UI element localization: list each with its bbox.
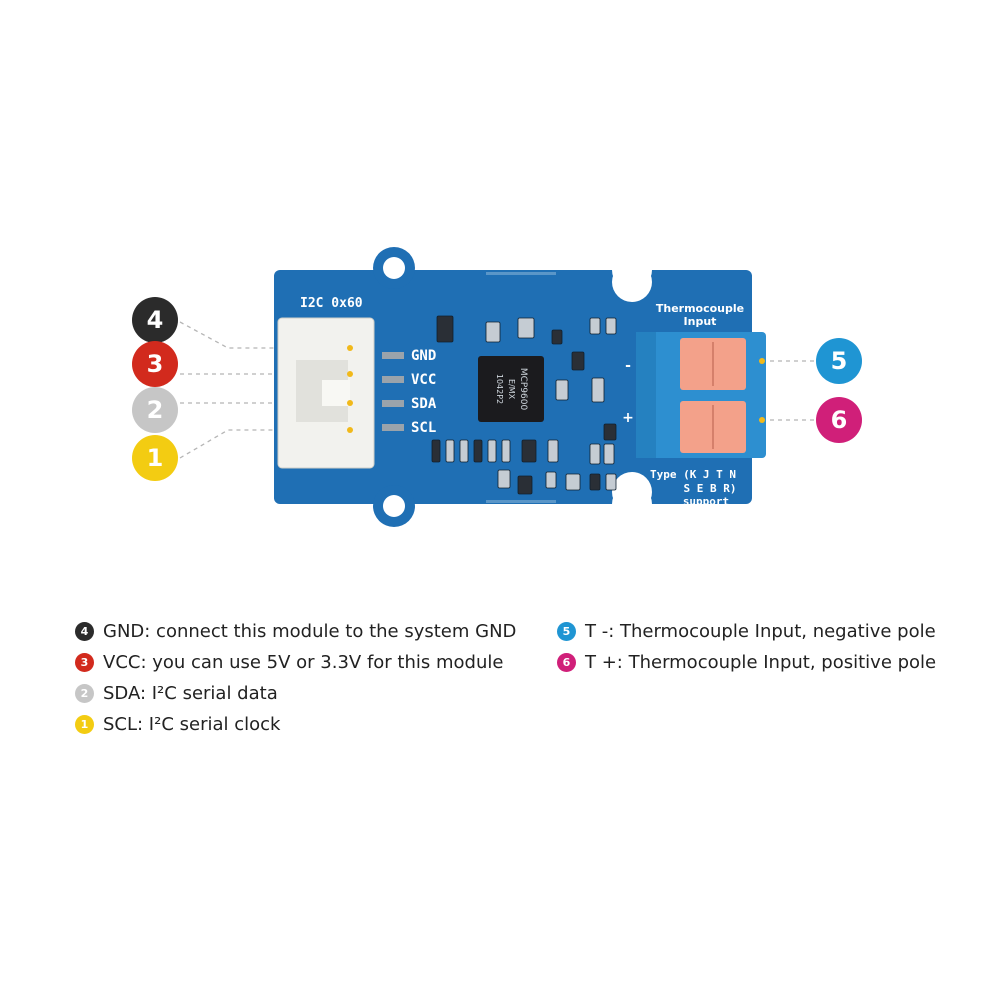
- legend-dot-gnd: 4: [75, 622, 94, 641]
- legend-dot-vcc: 3: [75, 653, 94, 672]
- smd-component: [485, 321, 501, 343]
- smd-component: [603, 423, 617, 441]
- cutout-right-bottom: [612, 484, 652, 504]
- smd-component: [459, 439, 469, 463]
- smd-component: [497, 469, 511, 489]
- legend-text-sda: SDA: I²C serial data: [103, 683, 278, 704]
- legend-text-gnd: GND: connect this module to the system G…: [103, 621, 517, 642]
- pin-label-sda: SDA: [411, 396, 437, 412]
- legend-text-tplus: T +: Thermocouple Input, positive pole: [585, 652, 937, 673]
- pin-dot-scl: [347, 427, 353, 433]
- terminal-dot-2: [759, 417, 765, 423]
- pin-label-vcc: VCC: [411, 372, 436, 388]
- type-label-line1: Type (K J T N: [650, 468, 736, 481]
- legend-item-scl: 1 SCL: I²C serial clock: [75, 709, 516, 740]
- legend-item-tminus: 5 T -: Thermocouple Input, negative pole: [557, 616, 936, 647]
- smd-component: [555, 379, 569, 401]
- legend-item-tplus: 6 T +: Thermocouple Input, positive pole: [557, 647, 936, 678]
- smd-component: [545, 471, 557, 489]
- smd-component: [517, 317, 535, 339]
- smd-component: [589, 443, 601, 465]
- callout-gnd: 4: [132, 297, 178, 343]
- leader-gnd: [179, 321, 350, 349]
- legend-item-sda: 2 SDA: I²C serial data: [75, 678, 516, 709]
- pin-lead-3: [382, 400, 404, 407]
- grove-connector: [277, 317, 404, 469]
- legend-dot-sda: 2: [75, 684, 94, 703]
- pin-lead-4: [382, 424, 404, 431]
- legend-dot-tplus: 6: [557, 653, 576, 672]
- pin-dot-vcc: [347, 371, 353, 377]
- pin-label-gnd: GND: [411, 348, 436, 364]
- pin-dot-gnd: [347, 345, 353, 351]
- cutout-right-top: [612, 270, 652, 290]
- smd-component: [473, 439, 483, 463]
- polarity-minus: -: [625, 358, 631, 374]
- thermocouple-label-line2: Input: [684, 315, 717, 328]
- callout-tminus: 5: [816, 338, 862, 384]
- smd-component: [547, 439, 559, 463]
- chip-text-3: 1042P2: [495, 374, 504, 404]
- i2c-address-label: I2C 0x60: [300, 296, 363, 311]
- connector-latch: [322, 380, 350, 406]
- smd-component: [487, 439, 497, 463]
- legend-item-gnd: 4 GND: connect this module to the system…: [75, 616, 516, 647]
- smd-component: [605, 317, 617, 335]
- smd-component: [605, 473, 617, 491]
- callout-vcc: 3: [132, 341, 178, 387]
- smd-component: [591, 377, 605, 403]
- legend-left: 4 GND: connect this module to the system…: [75, 616, 516, 740]
- smd-component: [517, 475, 533, 495]
- chip-text-1: MCP9600: [518, 368, 528, 411]
- smd-component: [589, 317, 601, 335]
- terminal-dot-1: [759, 358, 765, 364]
- thermocouple-label-line1: Thermocouple: [656, 302, 744, 315]
- thermocouple-board-diagram: I2C 0x60 GND VCC SDA SCL MCP9600 E/MX 10…: [179, 247, 818, 527]
- terminal-side: [636, 332, 656, 458]
- smd-component: [603, 443, 615, 465]
- mounting-hole-top: [383, 257, 405, 279]
- callout-sda: 2: [132, 387, 178, 433]
- legend-text-scl: SCL: I²C serial clock: [103, 714, 281, 735]
- type-label-line2: S E B R): [684, 482, 737, 495]
- pin-lead-1: [382, 352, 404, 359]
- chip-package: [478, 356, 544, 422]
- callout-tplus: 6: [816, 397, 862, 443]
- smd-component: [431, 439, 441, 463]
- thermocouple-terminal: [636, 332, 766, 458]
- pin-dot-sda: [347, 400, 353, 406]
- legend-right: 5 T -: Thermocouple Input, negative pole…: [557, 616, 936, 678]
- legend-dot-scl: 1: [75, 715, 94, 734]
- smd-component: [571, 351, 585, 371]
- legend-item-vcc: 3 VCC: you can use 5V or 3.3V for this m…: [75, 647, 516, 678]
- mcp9600-chip: MCP9600 E/MX 1042P2: [478, 356, 544, 422]
- smd-components: [431, 315, 617, 495]
- legend-text-tminus: T -: Thermocouple Input, negative pole: [585, 621, 936, 642]
- smd-component: [521, 439, 537, 463]
- smd-component: [436, 315, 454, 343]
- smd-component: [501, 439, 511, 463]
- legend-dot-tminus: 5: [557, 622, 576, 641]
- chip-text-2: E/MX: [507, 379, 516, 400]
- pcb-edge-dots-top: [486, 272, 556, 275]
- pcb-edge-dots-bottom: [486, 500, 556, 503]
- pin-label-scl: SCL: [411, 420, 436, 436]
- callout-scl: 1: [132, 435, 178, 481]
- pin-lead-2: [382, 376, 404, 383]
- legend-text-vcc: VCC: you can use 5V or 3.3V for this mod…: [103, 652, 504, 673]
- polarity-plus: +: [622, 410, 634, 426]
- smd-component: [565, 473, 581, 491]
- smd-component: [445, 439, 455, 463]
- mounting-hole-bottom: [383, 495, 405, 517]
- smd-component: [589, 473, 601, 491]
- smd-component: [551, 329, 563, 345]
- type-label-line3: support: [683, 495, 729, 508]
